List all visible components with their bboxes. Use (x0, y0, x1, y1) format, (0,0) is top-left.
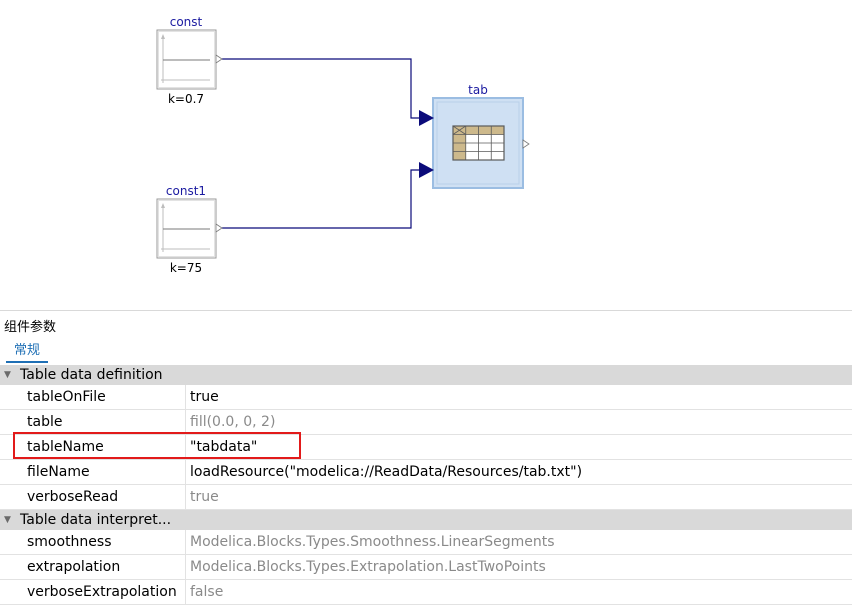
block-tab-output-port[interactable] (522, 139, 530, 149)
param-row-fileName[interactable]: fileName loadResource("modelica://ReadDa… (0, 460, 852, 485)
param-row-smoothness[interactable]: smoothness Modelica.Blocks.Types.Smoothn… (0, 530, 852, 555)
parameter-grid: ▼ Table data definition tableOnFile true… (0, 365, 852, 605)
param-value-tableName[interactable]: "tabdata" (190, 439, 258, 455)
panel-title: 组件参数 (4, 320, 57, 335)
collapse-triangle-icon[interactable]: ▼ (4, 370, 11, 380)
param-row-table[interactable]: table fill(0.0, 0, 2) (0, 410, 852, 435)
diagram-svg: const k=0.7 const1 k=75 tab (156, 15, 530, 275)
param-value-fileName[interactable]: loadResource("modelica://ReadData/Resour… (190, 464, 583, 480)
param-value-smoothness[interactable]: Modelica.Blocks.Types.Smoothness.LinearS… (190, 534, 555, 550)
block-tab-name: tab (468, 83, 488, 97)
param-value-verboseRead[interactable]: true (190, 489, 219, 505)
param-row-verboseExtrapolation[interactable]: verboseExtrapolation false (0, 580, 852, 605)
block-const1-output-port[interactable] (215, 223, 223, 233)
param-name: tableOnFile (0, 385, 186, 409)
block-tab-input-port-1[interactable] (419, 110, 434, 126)
block-tab[interactable]: tab (419, 83, 530, 189)
block-const1-param: k=75 (170, 261, 202, 275)
param-name: table (0, 410, 186, 434)
param-value-tableOnFile[interactable]: true (190, 389, 219, 405)
param-row-extrapolation[interactable]: extrapolation Modelica.Blocks.Types.Extr… (0, 555, 852, 580)
block-const1[interactable]: const1 k=75 (156, 184, 223, 275)
block-const-param: k=0.7 (168, 92, 204, 106)
param-row-tableOnFile[interactable]: tableOnFile true (0, 385, 852, 410)
param-name: verboseExtrapolation (0, 580, 186, 604)
section-table-data-interpretation[interactable]: ▼ Table data interpret... (0, 510, 852, 530)
diagram-canvas[interactable]: const k=0.7 const1 k=75 tab (0, 0, 852, 310)
param-value-verboseExtrapolation[interactable]: false (190, 584, 224, 600)
connection-const-to-tab[interactable] (222, 58, 432, 119)
block-const-name: const (170, 15, 203, 29)
panel-tabbar: 常规 (0, 338, 852, 363)
param-value-extrapolation[interactable]: Modelica.Blocks.Types.Extrapolation.Last… (190, 559, 546, 575)
section-title: Table data definition (20, 367, 163, 383)
tab-general[interactable]: 常规 (6, 341, 49, 363)
block-const1-name: const1 (166, 184, 206, 198)
param-name: verboseRead (0, 485, 186, 509)
component-parameters-panel: 组件参数 常规 ▼ Table data definition tableOnF… (0, 310, 852, 608)
collapse-triangle-icon[interactable]: ▼ (4, 515, 11, 525)
param-name: tableName (0, 435, 186, 459)
param-name: extrapolation (0, 555, 186, 579)
param-row-verboseRead[interactable]: verboseRead true (0, 485, 852, 510)
connection-const1-to-tab[interactable] (222, 169, 432, 229)
block-const-output-port[interactable] (215, 54, 223, 64)
table-icon (452, 125, 505, 161)
param-name: fileName (0, 460, 186, 484)
section-table-data-definition[interactable]: ▼ Table data definition (0, 365, 852, 385)
param-name: smoothness (0, 530, 186, 554)
block-const[interactable]: const k=0.7 (156, 15, 223, 106)
param-value-table[interactable]: fill(0.0, 0, 2) (190, 414, 276, 430)
block-tab-input-port-2[interactable] (419, 162, 434, 178)
section-title: Table data interpret... (20, 512, 172, 528)
param-row-tableName[interactable]: tableName "tabdata" (0, 435, 852, 460)
